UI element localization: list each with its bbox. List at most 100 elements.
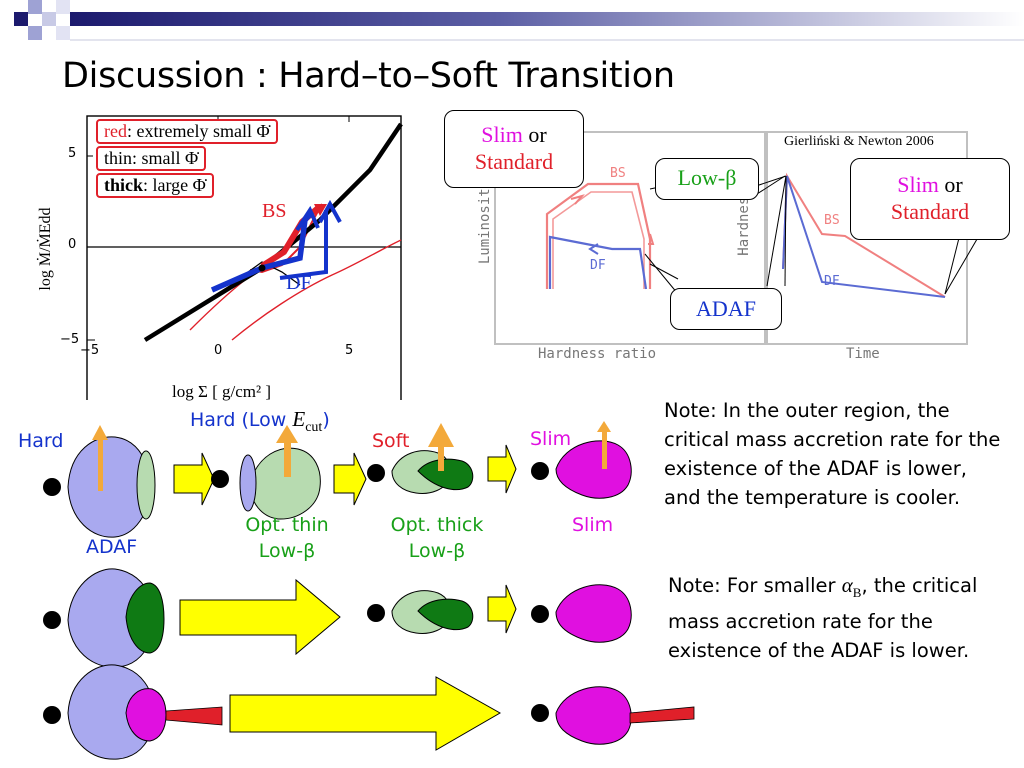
left-plot: log Ṁ/ṀEdd 5 0 −5 −5 0 5 red: extremely …	[0, 100, 420, 442]
ytick-neg5: −5	[60, 332, 80, 347]
thin-lobe-1-2	[249, 447, 321, 520]
arrow-1-3	[487, 444, 517, 494]
citation: Gierliński & Newton 2006	[784, 134, 934, 149]
hr-bs-label: BS	[610, 166, 626, 181]
opt-thin-line2: Low-β	[258, 540, 316, 562]
callout-slim-standard-right: Slim or Standard	[850, 158, 1010, 240]
legend-red-word: red	[104, 121, 127, 141]
jet-1-3	[438, 443, 444, 471]
bh-3-1	[43, 706, 61, 724]
slim-lobe-3-2	[555, 686, 632, 745]
legend-red: red: extremely small Φ̇	[96, 119, 278, 144]
close-paren: )	[322, 409, 330, 431]
slide-title: Discussion : Hard–to–Soft Transition	[62, 56, 675, 96]
opt-thick-line2: Low-β	[408, 540, 466, 562]
note2-pre: Note: For smaller	[668, 574, 842, 597]
legend-thick-word: thick	[104, 175, 144, 195]
jet-1-4	[602, 429, 607, 469]
callout2-slim: Slim	[897, 172, 939, 197]
callout-adaf-text: ADAF	[696, 296, 756, 321]
thick-disk-2-2	[417, 598, 474, 631]
jet-1-2	[284, 437, 291, 477]
arrow-1-1	[173, 452, 215, 506]
hr-df-label: DF	[590, 258, 606, 273]
adaf-disk-1-2	[239, 454, 257, 512]
luminosity-label: Luminosity	[477, 179, 493, 265]
label-adaf: ADAF	[86, 536, 138, 558]
df-annotation: DF	[286, 272, 312, 294]
label-soft: Soft	[372, 430, 410, 452]
xtick-0: 0	[214, 343, 223, 358]
label-slim-top: Slim	[530, 428, 572, 450]
bh-1-4	[531, 462, 549, 480]
ytick-5: 5	[68, 146, 77, 161]
label-hard: Hard	[18, 430, 64, 452]
xtick-neg5: −5	[80, 343, 100, 358]
bh-1-1	[43, 478, 61, 496]
slim-lobe-2-3	[555, 584, 632, 643]
arrow-3-1	[229, 676, 502, 751]
arrow-1-2	[333, 452, 367, 506]
opt-thick-line1: Opt. thick	[390, 514, 484, 536]
time-df-label: DF	[824, 274, 840, 289]
hr-red-track	[545, 182, 652, 289]
left-plot-canvas	[86, 115, 403, 442]
arrow-2-1	[179, 578, 341, 656]
hard-low-text: Hard (Low	[190, 409, 293, 431]
callout2-standard: Standard	[890, 199, 970, 224]
bs-annotation: BS	[262, 200, 287, 222]
slim-lobe-1-4	[555, 440, 632, 499]
red-thin-disk-3-1	[165, 706, 223, 726]
ytick-0: 0	[68, 237, 77, 252]
label-opt-thin: Opt. thin Low-β	[228, 512, 346, 564]
legend-thick-rest: : large Φ̇	[143, 175, 206, 195]
bh-1-2	[211, 470, 229, 488]
callout-lowbeta: Low-β	[655, 158, 759, 200]
callout1-slim: Slim	[481, 122, 523, 147]
hr-blue-track	[548, 235, 648, 290]
legend-thick: thick: large Φ̇	[96, 173, 214, 198]
label-slim-bottom: Slim	[572, 514, 614, 536]
xtick-5: 5	[345, 343, 354, 358]
note2-sub: B	[852, 584, 862, 600]
note-alpha-b: Note: For smaller αB, the critical mass …	[668, 571, 1008, 665]
sequence-diagram	[43, 421, 695, 760]
jet-1-1	[98, 435, 103, 491]
ecut-sub: cut	[305, 419, 323, 435]
callout1-or: or	[522, 122, 547, 147]
callout1-standard: Standard	[474, 149, 554, 174]
callout2-or: or	[938, 172, 963, 197]
note2-alpha: α	[841, 573, 853, 597]
right-plot-canvas	[494, 131, 981, 345]
label-hard-low-ecut: Hard (Low Ecut)	[190, 406, 330, 441]
legend-red-rest: : extremely small Φ̇	[126, 121, 270, 141]
left-plot-xlabel: log Σ [ g/cm² ]	[172, 382, 272, 401]
note2-post: , the critical mass accretion rate for t…	[668, 574, 978, 662]
callout-adaf: ADAF	[670, 288, 782, 330]
red-thin-disk-3-2	[629, 706, 695, 724]
hr-panel-frame	[494, 131, 768, 345]
bh-2-2	[367, 604, 385, 622]
time-blue-track	[782, 175, 946, 298]
red-curve-right	[231, 239, 402, 341]
hardness-ratio-label: Hardness ratio	[538, 346, 657, 362]
arrow-2-2	[487, 584, 517, 634]
legend-thin-text: thin: small Φ̇	[104, 148, 199, 168]
bh-2-3	[531, 605, 549, 623]
thin-disk-1-1	[136, 450, 156, 520]
header-decoration	[14, 0, 1024, 41]
bh-2-1	[43, 611, 61, 629]
right-plot: Luminosity Hardness Hardness ratio Time …	[440, 104, 981, 374]
bh-1-3	[367, 464, 385, 482]
left-plot-ylabel: log Ṁ/ṀEdd	[37, 207, 54, 291]
opt-thin-line1: Opt. thin	[245, 514, 329, 536]
ecut-e: E	[292, 407, 306, 431]
legend-thin: thin: small Φ̇	[96, 146, 207, 171]
time-label: Time	[846, 346, 880, 362]
bh-3-2	[531, 704, 549, 722]
thick-disk-2-1	[125, 582, 165, 654]
callout-lowbeta-text: Low-β	[677, 165, 737, 190]
time-bs-label: BS	[824, 213, 840, 228]
note-outer-region: Note: In the outer region, the critical …	[664, 399, 1001, 509]
callout-slim-standard-left: Slim or Standard	[444, 110, 584, 188]
